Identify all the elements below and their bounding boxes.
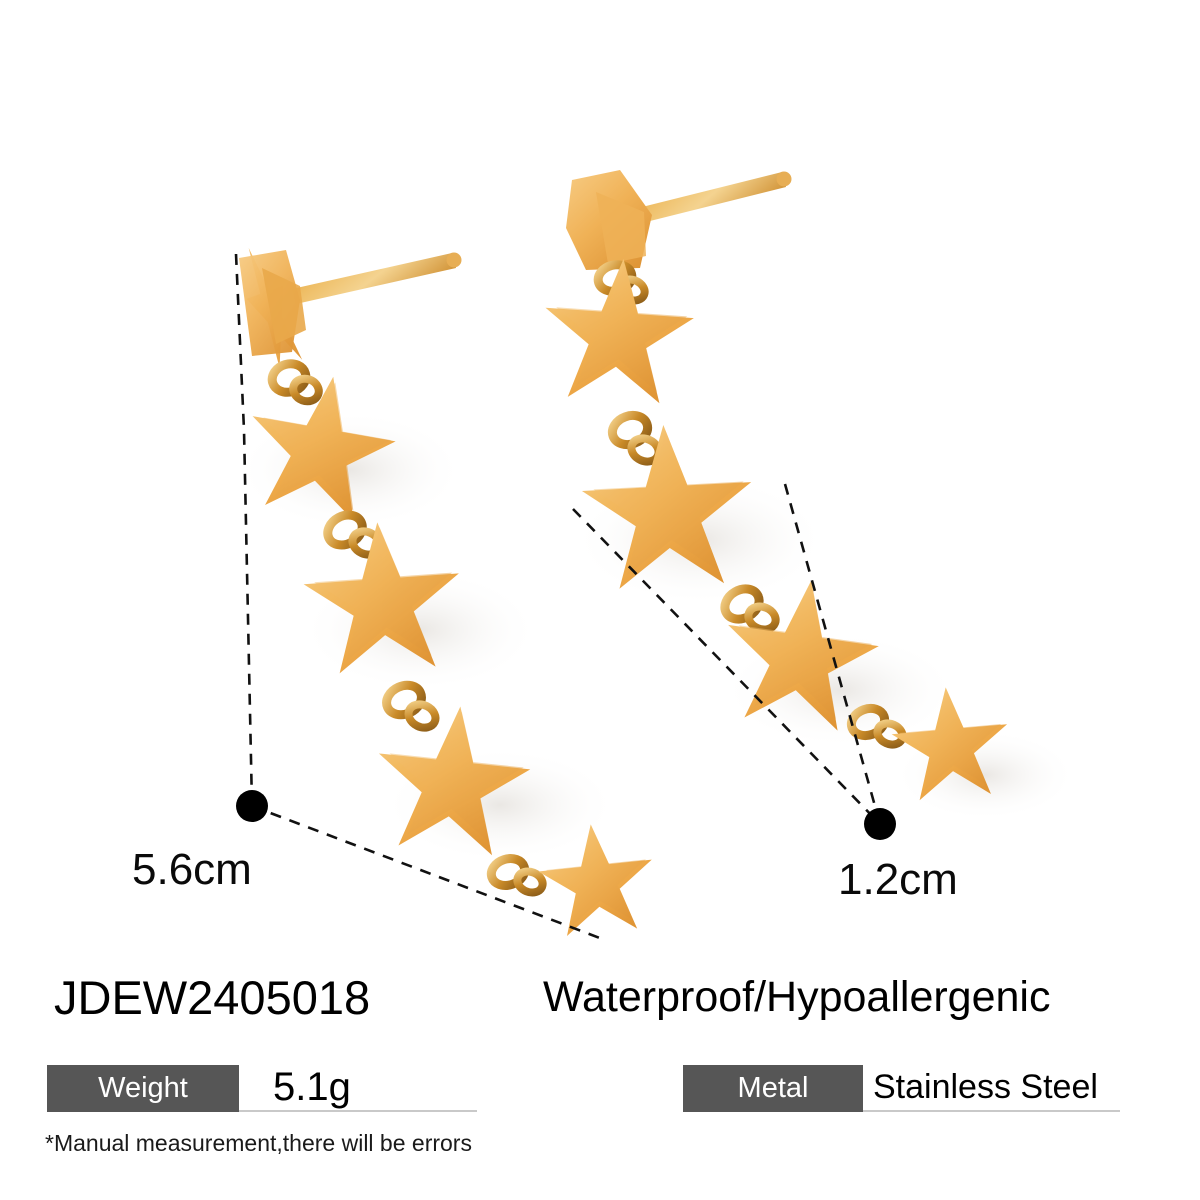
spec-row-weight: Weight 5.1g bbox=[47, 1065, 477, 1112]
spec-value-weight: 5.1g bbox=[239, 1065, 477, 1112]
left-earring-post bbox=[292, 252, 462, 304]
right-earring-post bbox=[630, 171, 792, 225]
earrings-illustration bbox=[230, 170, 1077, 942]
product-features: Waterproof/Hypoallergenic bbox=[543, 973, 1051, 1021]
spec-value-metal: Stainless Steel bbox=[863, 1065, 1120, 1112]
product-info-block: JDEW2405018 Waterproof/Hypoallergenic We… bbox=[0, 960, 1200, 1200]
spec-key-metal: Metal bbox=[683, 1065, 863, 1112]
left-earring bbox=[230, 241, 659, 939]
left-link-3 bbox=[382, 680, 440, 732]
length-measurement-label: 5.6cm bbox=[132, 845, 252, 894]
width-measurement-label: 1.2cm bbox=[838, 855, 958, 904]
right-earring bbox=[539, 170, 1013, 803]
measurement-disclaimer: *Manual measurement,there will be errors bbox=[45, 1130, 472, 1156]
left-link-1 bbox=[267, 359, 323, 406]
width-endpoint-dot bbox=[864, 808, 896, 840]
right-star-2 bbox=[539, 253, 698, 406]
length-dimension-line bbox=[234, 253, 254, 807]
product-sku: JDEW2405018 bbox=[54, 971, 371, 1024]
width-dimension-line-a bbox=[572, 508, 881, 825]
product-photo: 5.6cm 1.2cm bbox=[132, 170, 1077, 942]
left-link-4 bbox=[486, 854, 547, 897]
length-dimension-line-diagonal bbox=[251, 804, 606, 942]
spec-row-metal: Metal Stainless Steel bbox=[683, 1065, 1120, 1112]
dimension-annotations bbox=[234, 253, 882, 942]
spec-key-weight: Weight bbox=[47, 1065, 239, 1112]
length-endpoint-dot bbox=[236, 790, 268, 822]
dimension-endpoint-dots bbox=[236, 790, 896, 840]
